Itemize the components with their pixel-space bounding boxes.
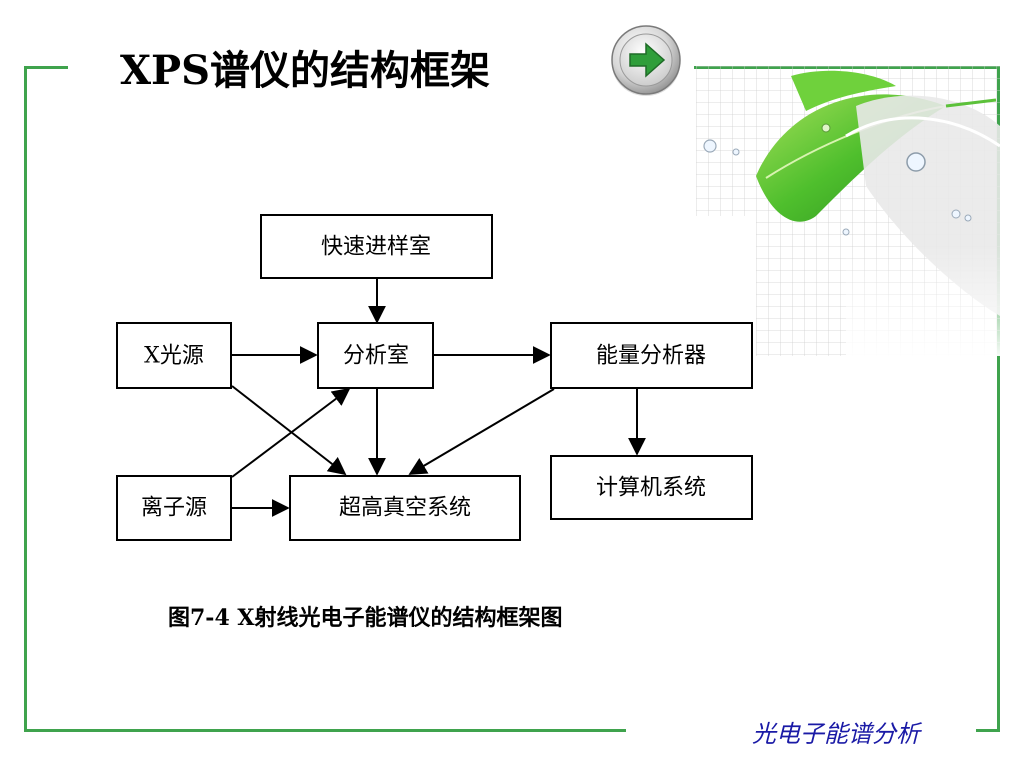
node-xray-source-label: X光源	[144, 344, 204, 369]
frame-right	[997, 66, 1000, 732]
frame-bottom-right	[976, 729, 1000, 732]
right-arrow-icon	[611, 25, 681, 96]
node-ion-source-box	[116, 475, 232, 541]
node-fast-entry-box	[260, 214, 493, 279]
node-computer-system-label: 计算机系统	[596, 476, 706, 501]
node-analysis-chamber-label: 分析室	[343, 344, 409, 369]
footer-title: 光电子能谱分析	[752, 720, 920, 748]
frame-bottom	[24, 729, 626, 732]
node-xray-source-box	[116, 322, 232, 389]
node-energy-analyzer-box	[550, 322, 753, 389]
edge-ion-to-analysis	[231, 387, 351, 478]
node-fast-entry-label: 快速进样室	[321, 235, 431, 260]
frame-top-left	[24, 66, 68, 69]
node-energy-analyzer-label: 能量分析器	[596, 344, 706, 369]
edge-xray-to-uhv	[231, 385, 347, 476]
frame-left	[24, 66, 27, 732]
leaf-decoration	[696, 66, 1001, 356]
node-uhv-system-box	[289, 475, 521, 541]
edge-analyzer-to-uhv	[408, 388, 555, 475]
node-computer-system-box	[550, 455, 753, 520]
node-analysis-chamber-box	[317, 322, 434, 389]
next-slide-button[interactable]	[606, 20, 686, 100]
node-uhv-system-label: 超高真空系统	[339, 496, 471, 521]
page-title: XPS谱仪的结构框架	[120, 47, 490, 94]
node-ion-source-label: 离子源	[141, 496, 207, 521]
figure-caption: 图7-4 X射线光电子能谱仪的结构框架图	[168, 605, 563, 631]
